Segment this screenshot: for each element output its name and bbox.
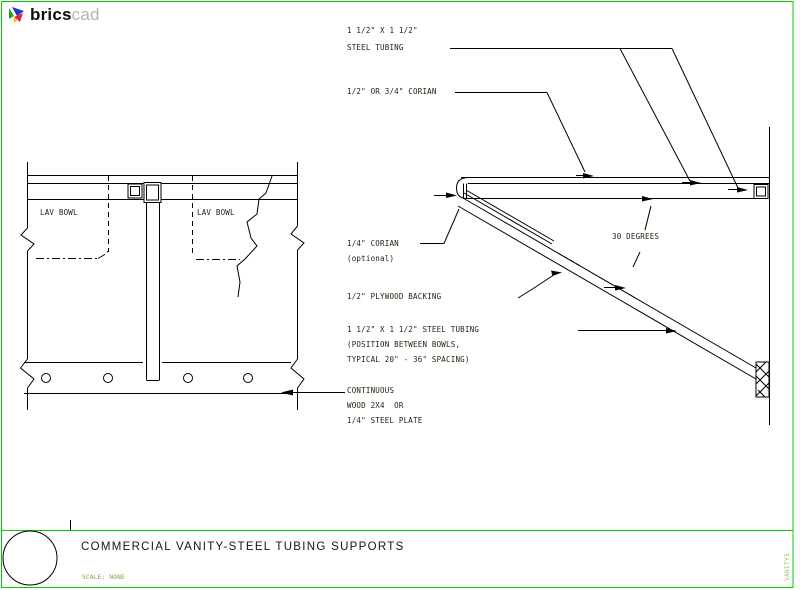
- note-continuous-3: 1/4" STEEL PLATE: [347, 416, 423, 425]
- note-corian-thickness: 1/2" OR 3/4" CORIAN: [347, 87, 437, 96]
- note-tubing-mid-2: (POSITION BETWEEN BOWLS,: [347, 340, 461, 349]
- sheet-title: COMMERCIAL VANITY-STEEL TUBING SUPPORTS: [81, 541, 405, 553]
- anchor-holes: [41, 373, 253, 383]
- right-detail: [420, 48, 770, 425]
- break-symbol: [290, 358, 305, 389]
- cut-line: [236, 175, 273, 298]
- note-plywood-backing: 1/2" PLYWOOD BACKING: [347, 292, 442, 301]
- note-angle: 30 DEGREES: [612, 232, 660, 241]
- note-continuous-2: WOOD 2X4 OR: [347, 401, 404, 410]
- break-symbol: [290, 225, 305, 251]
- note-tubing-top-1: 1 1/2" X 1 1/2": [347, 26, 418, 35]
- note-tubing-top-2: STEEL TUBING: [347, 43, 404, 52]
- wall-blocking-hatch: [755, 361, 770, 398]
- counter-edge: [455, 177, 470, 199]
- label-lav-bowl-left: LAV BOWL: [40, 208, 78, 217]
- logo-text-bold: brics: [30, 5, 72, 24]
- note-corian-quarter-1: 1/4" CORIAN: [347, 239, 399, 248]
- label-lav-bowl-right: LAV BOWL: [197, 208, 235, 217]
- tube-sections-plan: [127, 182, 162, 203]
- leader-lines: [420, 48, 739, 299]
- leader-arrowhead: [281, 389, 293, 396]
- title-block-circle: [2, 530, 58, 586]
- note-corian-quarter-2: (optional): [347, 254, 395, 263]
- title-block-lines: [2, 520, 71, 586]
- break-symbol: [20, 227, 35, 252]
- note-continuous-1: CONTINUOUS: [347, 386, 395, 395]
- break-symbol: [19, 358, 35, 389]
- left-detail: [19, 162, 345, 410]
- logo-text-light: cad: [71, 5, 100, 24]
- note-tubing-mid-3: TYPICAL 20" - 36" SPACING): [347, 355, 470, 364]
- leader-arrowheads: [446, 173, 748, 334]
- tube-section-wall: [753, 184, 769, 199]
- scale-note: SCALE: NONE: [82, 574, 126, 581]
- bricscad-logo-icon: [9, 7, 24, 23]
- diagonal-brace: [457, 189, 757, 380]
- note-tubing-mid-1: 1 1/2" X 1 1/2" STEEL TUBING: [347, 325, 480, 334]
- sheet-code-vertical: VANITY5: [784, 552, 791, 581]
